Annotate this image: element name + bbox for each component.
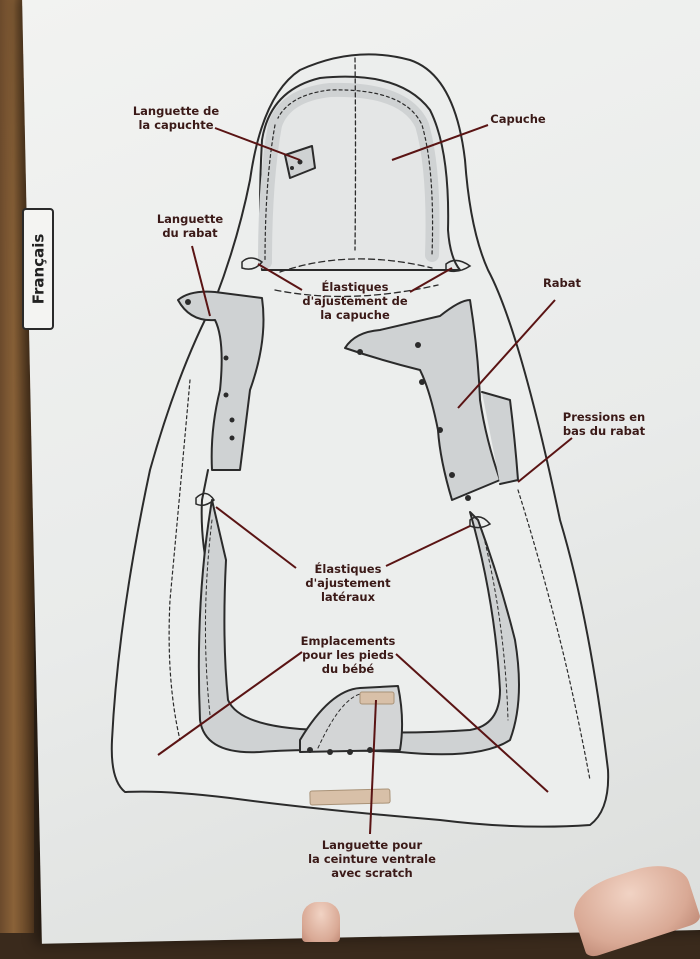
language-tab: Français [22,208,54,330]
lower-panel [197,499,520,756]
leader-side-elastic-right [385,525,471,567]
leader-flap [457,299,556,409]
side-elastic-left [195,492,216,507]
leader-hood-tab [214,127,301,161]
label-feet-openings: Emplacements pour les pieds du bébé [300,634,396,676]
label-hood-tab: Languette de la capuchte [132,104,220,132]
velcro-patch-waist [309,788,391,806]
right-flap [344,299,501,501]
left-flap [177,290,265,471]
leader-hood [391,124,489,161]
baby-carrier-diagram [110,53,610,835]
leader-lines [157,124,573,835]
leader-feet-left [157,651,303,756]
leader-side-elastic-left [215,506,297,569]
leader-hood-elastic-right [409,267,453,293]
leader-hood-elastic-left [257,263,303,291]
label-flap-snaps: Pressions en bas du rabat [562,410,646,438]
side-elastic-right [469,516,492,529]
leader-flap-snaps [517,437,573,483]
label-flap-tab: Languette du rabat [156,212,224,240]
label-side-elastics: Élastiques d'ajustement latéraux [305,562,391,604]
snaps [185,159,471,755]
label-waist-tab: Languette pour la ceinture ventrale avec… [308,838,436,880]
label-hood: Capuche [490,112,546,126]
left-thumb [302,902,340,942]
leader-waist-tab [369,699,377,835]
velcro-patch-upper [359,691,395,705]
carrier-outline [110,53,610,828]
hood-elastic-left [241,257,264,270]
hood-elastic-right [445,259,472,273]
leader-feet-right [395,653,549,793]
label-hood-elastics: Élastiques d'ajustement de la capuche [302,280,408,322]
label-flap: Rabat [542,276,582,290]
leader-flap-tab [191,245,211,317]
